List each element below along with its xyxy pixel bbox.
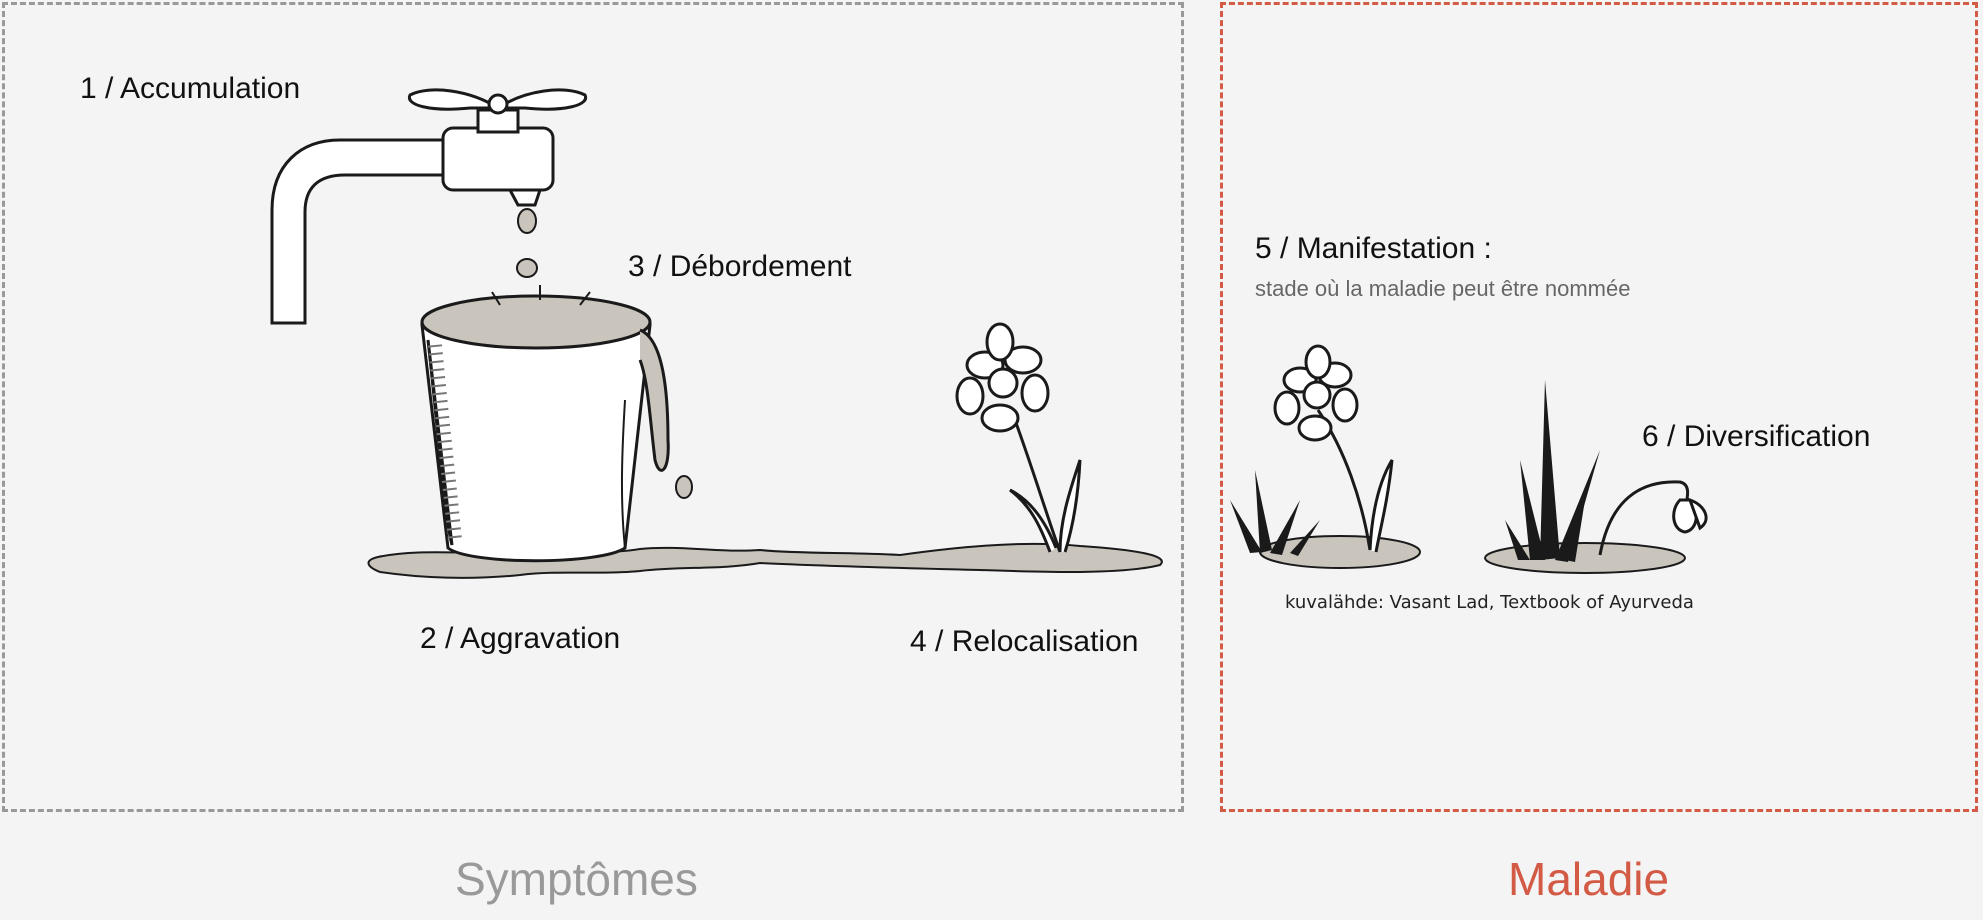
symptoms-panel bbox=[2, 2, 1184, 812]
stage-debordement: 3 / Débordement bbox=[628, 250, 852, 283]
image-credit: kuvalähde: Vasant Lad, Textbook of Ayurv… bbox=[1285, 592, 1694, 613]
stage-manifestation-description: stade où la maladie peut être nommée bbox=[1255, 276, 1631, 301]
grass-tuft-icon bbox=[1230, 470, 1320, 556]
section-label-maladie: Maladie bbox=[1508, 853, 1670, 905]
water-drop-icon bbox=[516, 258, 538, 278]
daisy-icon bbox=[955, 322, 1082, 553]
daisy-icon bbox=[1273, 344, 1394, 553]
disease-panel bbox=[1220, 2, 1978, 812]
water-drop-icon bbox=[675, 475, 693, 499]
stage-accumulation: 1 / Accumulation bbox=[80, 72, 301, 105]
stage-relocalisation: 4 / Relocalisation bbox=[910, 625, 1139, 658]
stage-diversification: 6 / Diversification bbox=[1642, 420, 1871, 453]
water-drop-icon bbox=[517, 208, 537, 234]
stage-manifestation: 5 / Manifestation : bbox=[1255, 232, 1492, 265]
tap-icon bbox=[270, 88, 588, 325]
drooping-flower-icon bbox=[1598, 480, 1708, 556]
stage-aggravation: 2 / Aggravation bbox=[420, 622, 621, 655]
section-label-symptomes: Symptômes bbox=[455, 853, 698, 905]
overflowing-pot-icon bbox=[420, 285, 670, 563]
grass-tuft-icon bbox=[1505, 380, 1600, 562]
